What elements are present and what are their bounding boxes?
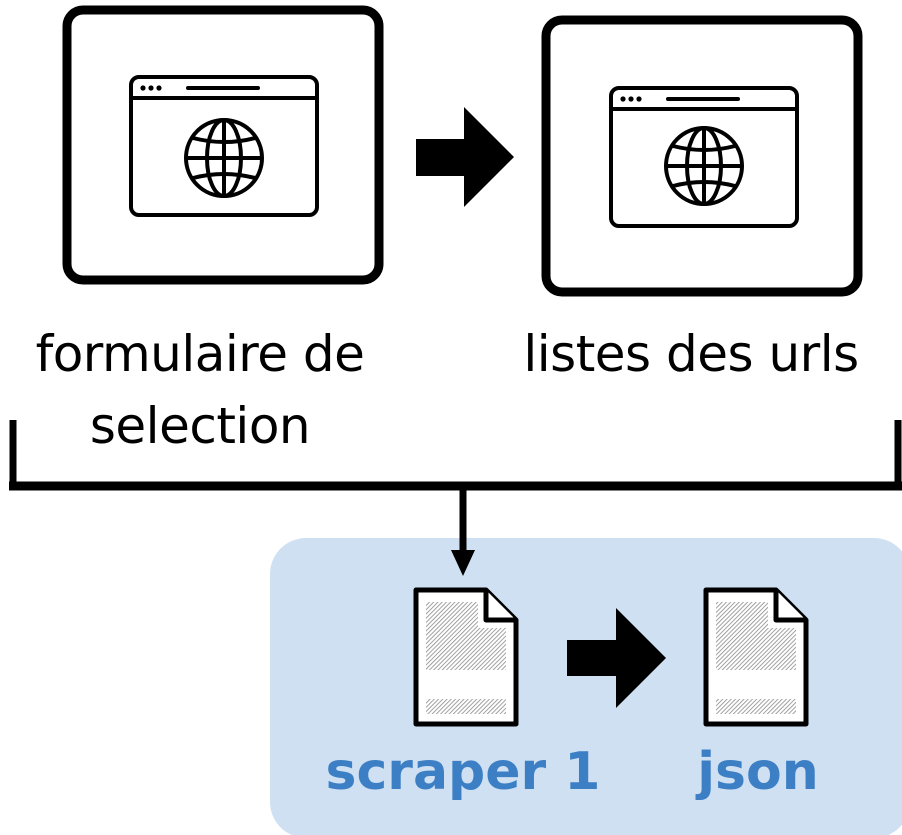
scraper-node-label: scraper 1 — [325, 742, 601, 802]
document-icon — [413, 587, 519, 727]
form-node-label: formulaire de selection — [0, 318, 400, 462]
web-browser-globe-icon — [129, 75, 319, 217]
urls-node-label: listes des urls — [523, 325, 859, 383]
form-node-label-line2: selection — [89, 397, 311, 455]
json-node-label: json — [697, 742, 819, 802]
merge-bracket-connector — [9, 420, 902, 576]
arrow-form-to-urls — [416, 107, 514, 207]
document-icon — [703, 587, 809, 727]
form-node — [62, 5, 384, 285]
web-browser-globe-icon — [609, 86, 799, 228]
urls-node — [541, 15, 863, 297]
arrow-scraper-to-json — [567, 608, 666, 708]
form-node-label-line1: formulaire de — [35, 325, 365, 383]
